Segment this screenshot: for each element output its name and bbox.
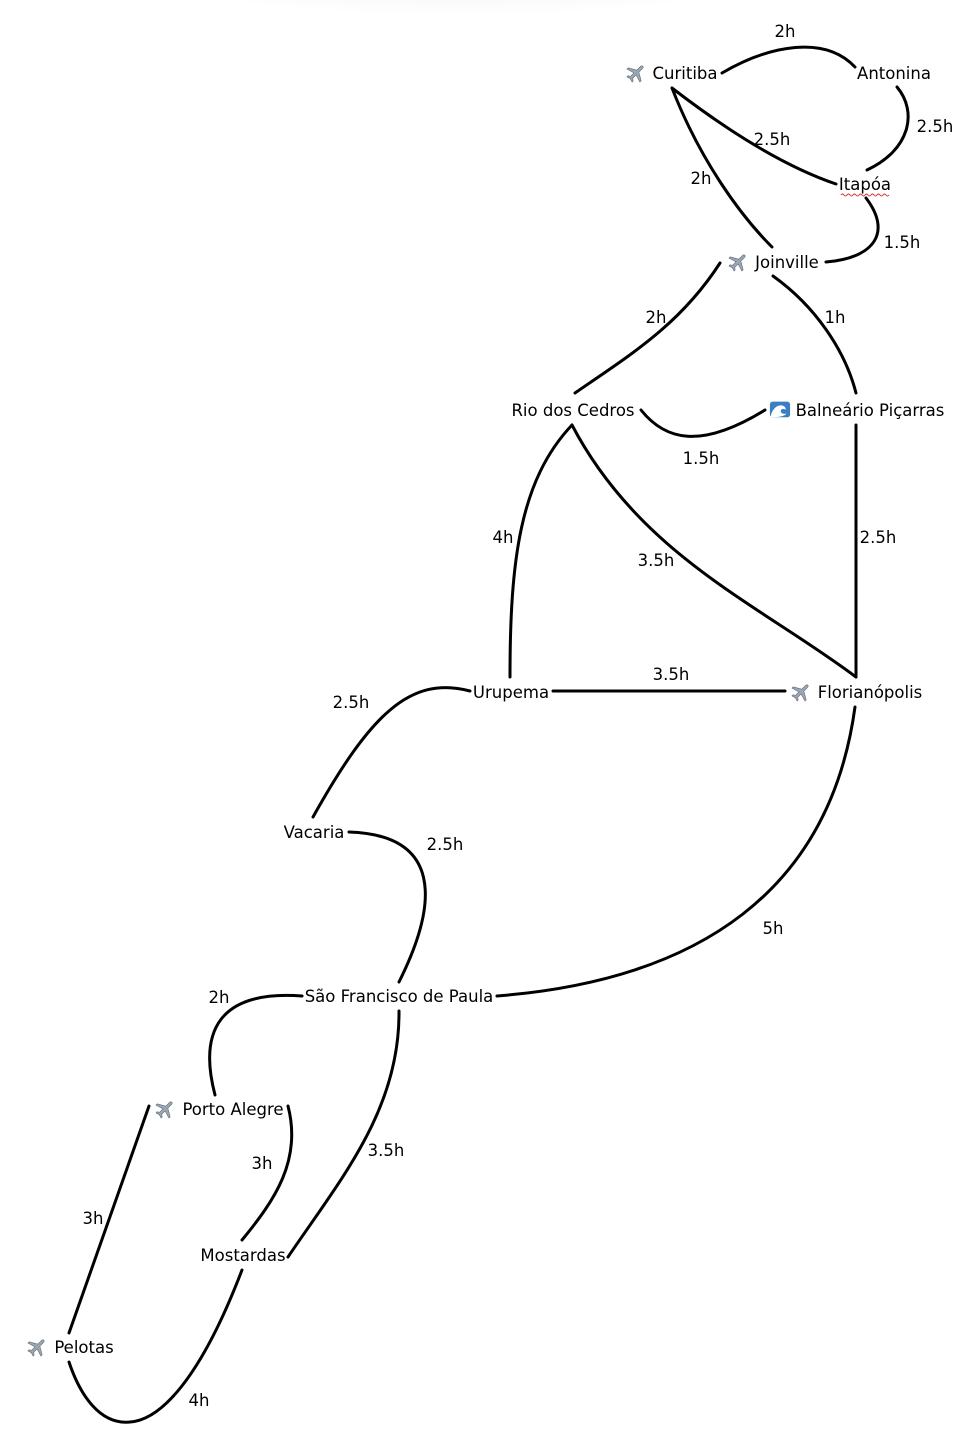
edge-sao-francisco-de-paula-porto-alegre	[208, 993, 304, 1097]
edge-mostardas-pelotas	[67, 1268, 244, 1424]
edge-label: 2.5h	[917, 117, 954, 136]
node-pelotas: Pelotas	[26, 1336, 114, 1358]
airplane-icon	[727, 251, 749, 273]
node-urupema: Urupema	[473, 683, 549, 702]
edge-label: 4h	[493, 528, 514, 547]
edge-vacaria-sao-francisco-de-paula	[347, 830, 427, 984]
edge-label: 2.5h	[754, 130, 791, 149]
node-label: Rio dos Cedros	[511, 401, 634, 420]
edge-label: 2h	[209, 988, 230, 1007]
edge-label: 3.5h	[368, 1141, 405, 1160]
node-label: Antonina	[857, 64, 931, 83]
node-label: São Francisco de Paula	[305, 987, 494, 1006]
node-balneario-picarras: Balneário Piçarras	[769, 401, 945, 420]
edge-label: 2h	[646, 308, 667, 327]
airplane-icon	[790, 681, 812, 703]
edge-rio-dos-cedros-urupema	[508, 423, 574, 679]
edge-label: 3.5h	[653, 665, 690, 684]
node-sao-francisco-de-paula: São Francisco de Paula	[305, 987, 494, 1006]
node-label: Urupema	[473, 683, 549, 702]
edge-label: 2.5h	[427, 835, 464, 854]
node-label: Florianópolis	[818, 683, 923, 702]
edge-label: 1.5h	[884, 233, 921, 252]
node-label: Mostardas	[200, 1246, 285, 1265]
airplane-icon	[26, 1336, 48, 1358]
edge-label: 2.5h	[860, 528, 897, 547]
edge-labels-layer: 2h 2.5h 2.5h 2h 1.5h 2h 1h 1.5h 4h 3.5h …	[83, 22, 954, 1410]
edge-antonina-itapoa	[865, 85, 910, 172]
node-mostardas: Mostardas	[200, 1246, 285, 1265]
edge-curitiba-itapoa	[670, 86, 838, 186]
edge-label: 4h	[189, 1391, 210, 1410]
edge-label: 3h	[83, 1209, 104, 1228]
node-label: Porto Alegre	[182, 1100, 283, 1119]
wave-icon	[769, 401, 791, 418]
node-label: Joinville	[754, 253, 819, 272]
node-joinville: Joinville	[727, 251, 819, 273]
edge-urupema-vacaria	[311, 686, 472, 819]
node-label: Curitiba	[653, 64, 718, 83]
edge-curitiba-antonina	[720, 45, 857, 75]
spellcheck-underline	[840, 193, 890, 197]
edge-curitiba-joinville	[670, 86, 774, 249]
edge-label: 2.5h	[333, 693, 370, 712]
node-itapoa: Itapóa	[839, 175, 891, 197]
node-porto-alegre: Porto Alegre	[154, 1098, 284, 1120]
top-shadow	[210, 0, 710, 40]
edge-label: 3h	[252, 1154, 273, 1173]
nodes-layer: Curitiba Antonina Itapóa Joinville Rio d…	[26, 62, 945, 1358]
edges-layer	[67, 45, 910, 1424]
node-label: Balneário Piçarras	[796, 401, 945, 420]
node-vacaria: Vacaria	[284, 823, 345, 842]
edge-label: 2h	[775, 22, 796, 41]
airplane-icon	[625, 62, 647, 84]
edge-label: 2h	[691, 169, 712, 188]
node-label: Vacaria	[284, 823, 345, 842]
edge-florianopolis-sao-francisco-de-paula	[495, 705, 857, 998]
edge-label: 1.5h	[683, 449, 720, 468]
edge-porto-alegre-pelotas	[67, 1104, 151, 1335]
edge-sao-francisco-de-paula-mostardas	[286, 1009, 401, 1259]
node-florianopolis: Florianópolis	[790, 681, 923, 703]
edge-label: 5h	[763, 919, 784, 938]
node-rio-dos-cedros: Rio dos Cedros	[511, 401, 634, 420]
node-label: Pelotas	[54, 1338, 113, 1357]
node-curitiba: Curitiba	[625, 62, 718, 84]
edge-rio-dos-cedros-balneario-picarras	[639, 408, 767, 438]
edge-joinville-rio-dos-cedros	[573, 261, 722, 395]
edge-porto-alegre-mostardas	[240, 1104, 294, 1242]
edge-label: 3.5h	[638, 551, 675, 570]
node-label: Itapóa	[839, 175, 891, 194]
edge-joinville-balneario-picarras	[771, 274, 858, 395]
airplane-icon	[154, 1098, 176, 1120]
edge-rio-dos-cedros-florianopolis	[570, 423, 858, 679]
edge-itapoa-joinville	[824, 196, 880, 264]
edge-label: 1h	[825, 308, 846, 327]
node-antonina: Antonina	[857, 64, 931, 83]
